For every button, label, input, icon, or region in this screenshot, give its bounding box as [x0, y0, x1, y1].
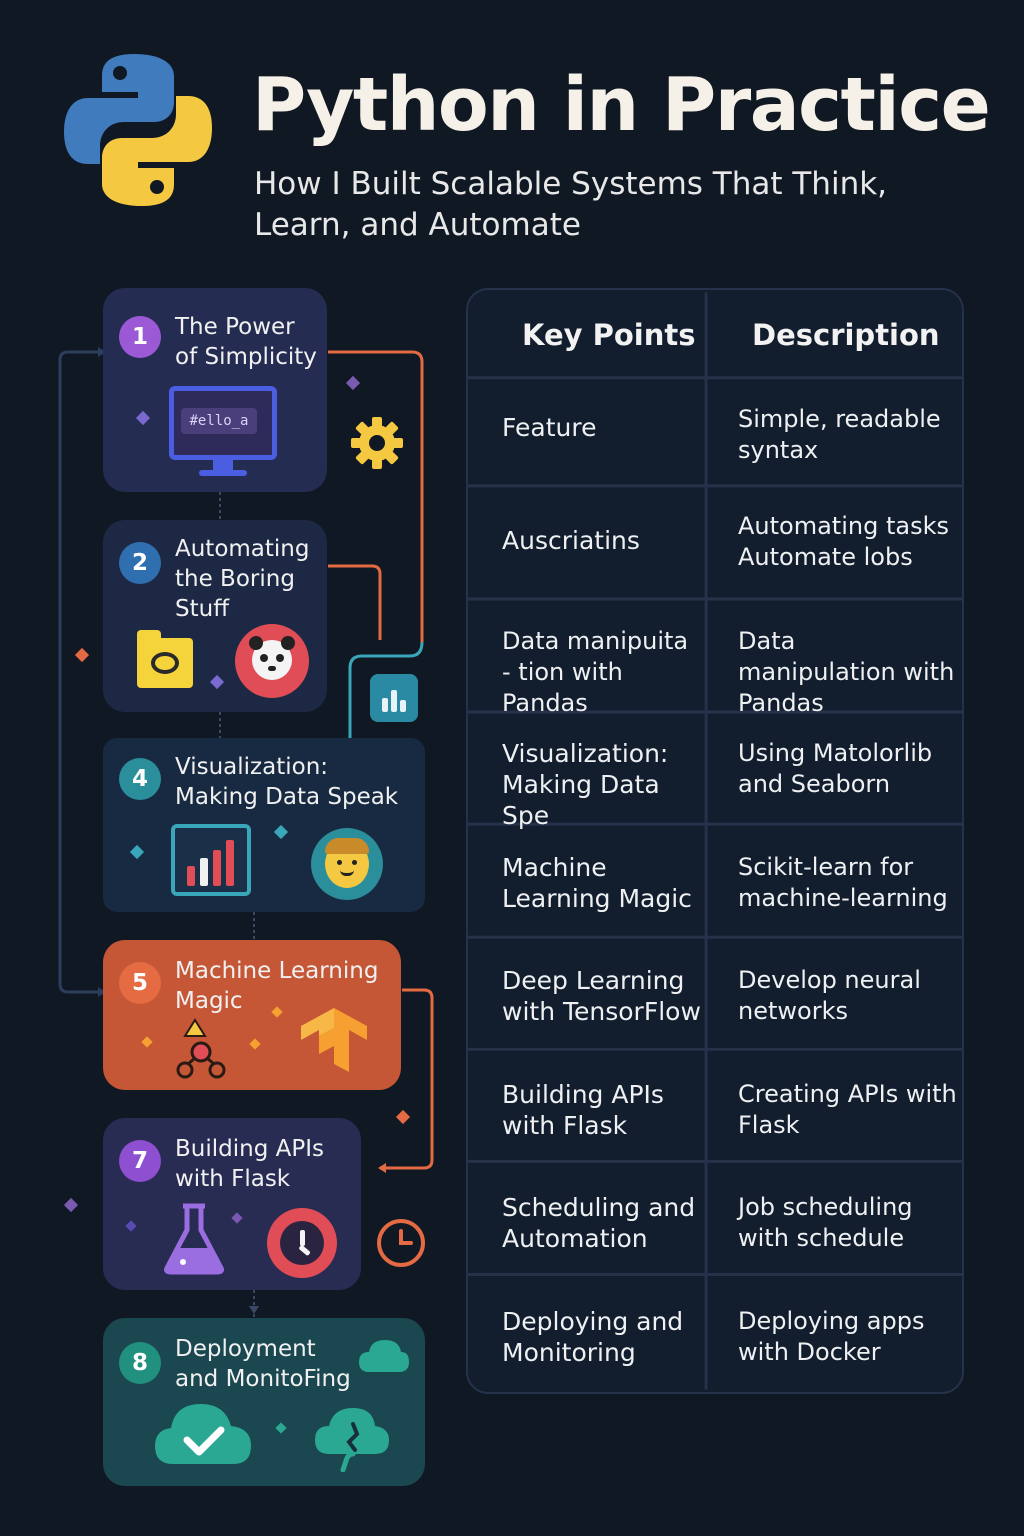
diamond-decoration	[141, 1036, 153, 1048]
diamond-decoration	[271, 1006, 283, 1018]
network-icon	[176, 1018, 226, 1079]
step-number-badge: 5	[119, 962, 161, 1004]
step-card-7[interactable]: 7 Building APIs with Flask	[103, 1118, 361, 1290]
python-logo-icon	[64, 54, 212, 206]
step-number-badge: 8	[119, 1342, 161, 1384]
diamond-decoration	[231, 1212, 243, 1224]
folder-icon	[137, 630, 193, 688]
step-label: The Power of Simplicity	[175, 314, 317, 370]
monitor-icon: #ello_a	[169, 386, 277, 480]
step-number-badge: 4	[119, 758, 161, 800]
timer-icon	[267, 1208, 337, 1278]
table-cell-key: Visualization: Making Data Spe	[502, 739, 669, 830]
step-label: Visualization: Making Data Speak	[175, 754, 399, 810]
table-cell-desc: Using Matolorlib and Seaborn	[738, 739, 933, 798]
table-cell-key: Data manipuita - tion with Pandas	[502, 627, 689, 717]
table-cell-key: Machine Learning Magic	[502, 853, 692, 913]
step-number-badge: 7	[119, 1140, 161, 1182]
step-number-badge: 1	[119, 316, 161, 358]
cloud-icon	[359, 1340, 409, 1372]
step-card-2[interactable]: 2 Automating the Boring Stuff	[103, 520, 327, 712]
step-label: Building APIs with Flask	[175, 1136, 324, 1192]
table-cell-key: Scheduling and Automation	[502, 1193, 696, 1253]
panda-icon	[235, 624, 309, 698]
table-cell-key: Building APIs with Flask	[502, 1080, 664, 1140]
diamond-decoration	[129, 844, 145, 860]
diamond-decoration	[249, 1038, 261, 1050]
step-card-5[interactable]: 5 Machine Learning Magic	[103, 940, 401, 1090]
page-title: Python in Practice	[252, 62, 991, 148]
table-cell-desc: Simple, readable syntax	[738, 405, 941, 464]
face-icon	[311, 828, 383, 900]
bar-chart-icon	[370, 674, 418, 722]
gear-icon	[351, 417, 403, 469]
diamond-decoration	[275, 1422, 287, 1434]
page-subtitle: How I Built Scalable Systems That Think,…	[254, 166, 888, 243]
step-card-1[interactable]: 1 The Power of Simplicity #ello_a	[103, 288, 327, 492]
table-cell-desc: Automating tasks Automate lobs	[738, 512, 949, 571]
step-label: Deployment and MonitoFing	[175, 1336, 351, 1392]
table-cell-desc: Scikit-learn for machine-learning	[738, 853, 948, 912]
diamond-decoration	[135, 410, 151, 426]
flask-icon	[164, 1203, 224, 1275]
table-cell-desc: Creating APIs with Flask	[738, 1080, 957, 1139]
diamond-decoration	[209, 674, 225, 690]
table-cell-desc: Job scheduling with schedule	[738, 1193, 913, 1252]
table-cell-key: Deep Learning with TensorFlow	[502, 966, 701, 1026]
step-card-8[interactable]: 8 Deployment and MonitoFing	[103, 1318, 425, 1486]
cloud-tool-icon	[315, 1408, 389, 1472]
table-grid-lines	[468, 292, 962, 1390]
table-cell-key: Auscriatins	[502, 526, 640, 555]
key-points-table: Key Points Description Feature Simple, r…	[466, 288, 964, 1394]
step-number-badge: 2	[119, 542, 161, 584]
step-label: Automating the Boring Stuff	[175, 536, 310, 622]
screen-code-text: #ello_a	[181, 408, 257, 434]
chart-icon	[171, 824, 251, 896]
table-cell-key: Feature	[502, 413, 597, 442]
step-label: Machine Learning Magic	[175, 958, 379, 1014]
diamond-decoration	[273, 824, 289, 840]
table-cell-key: Deploying and Monitoring	[502, 1307, 684, 1367]
clock-icon	[377, 1219, 425, 1267]
table-header-key-points: Key Points	[522, 318, 696, 352]
table-header-description: Description	[752, 318, 940, 352]
tensorflow-icon	[301, 1008, 367, 1072]
diamond-decoration	[125, 1220, 137, 1232]
table-cell-desc: Data manipulation with Pandas	[738, 627, 955, 717]
step-card-4[interactable]: 4 Visualization: Making Data Speak	[103, 738, 425, 912]
table-cell-desc: Develop neural networks	[738, 966, 921, 1025]
table-cell-desc: Deploying apps with Docker	[738, 1307, 925, 1366]
cloud-check-icon	[155, 1404, 251, 1464]
